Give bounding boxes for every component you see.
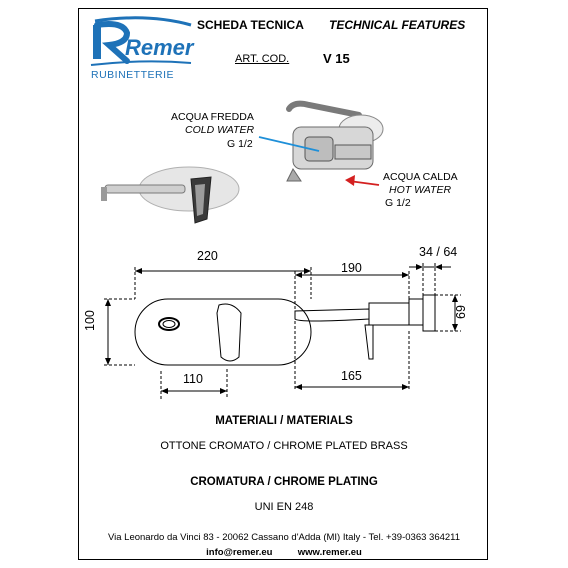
cold-water-label-it: ACQUA FREDDA (171, 111, 254, 123)
front-view-drawing (104, 267, 312, 399)
dimension-handle-offset: 110 (183, 372, 203, 386)
faucet-exploded-view (286, 100, 384, 182)
brand-subtitle: RUBINETTERIE (91, 69, 175, 81)
hot-water-size: G 1/2 (385, 197, 411, 209)
side-view-drawing (294, 263, 461, 391)
materials-value: OTTONE CROMATO / CHROME PLATED BRASS (160, 440, 408, 452)
title-italian: SCHEDA TECNICA (197, 18, 304, 32)
cold-water-pointer (258, 136, 320, 152)
technical-drawings (101, 100, 461, 399)
faucet-photo (101, 166, 240, 224)
contact-line: info@remer.eu www.remer.eu (79, 547, 489, 558)
title-english: TECHNICAL FEATURES (329, 18, 466, 32)
dimension-depth: 34 / 64 (419, 245, 458, 259)
contact-email[interactable]: info@remer.eu (206, 547, 273, 558)
dimension-spout-reach: 165 (341, 369, 362, 383)
document-frame: Remer RUBINETTERIE SCHEDA TECNICA TECHNI… (78, 8, 488, 560)
dimension-plate-height: 69 (453, 305, 467, 319)
article-code-label: ART. COD. (235, 53, 290, 65)
cold-water-label-en: COLD WATER (185, 124, 255, 136)
company-address: Via Leonardo da Vinci 83 - 20062 Cassano… (107, 532, 461, 543)
side-view-arrowheads (295, 264, 458, 390)
remer-logo: Remer RUBINETTERIE (87, 15, 197, 83)
contact-website[interactable]: www.remer.eu (297, 547, 362, 558)
hot-water-arrowhead (345, 175, 355, 186)
hot-water-label-en: HOT WATER (389, 184, 452, 196)
front-view-arrowheads (105, 268, 311, 394)
dimension-spout-length: 190 (341, 261, 362, 275)
plating-value: UNI EN 248 (254, 501, 314, 513)
article-code: V 15 (323, 51, 350, 66)
cold-water-size: G 1/2 (227, 138, 253, 150)
brand-name: Remer (125, 35, 194, 60)
hot-water-label-it: ACQUA CALDA (383, 171, 458, 183)
dimension-height: 100 (83, 310, 97, 331)
plating-title: CROMATURA / CHROME PLATING (190, 476, 378, 488)
dimension-width: 220 (197, 249, 218, 263)
remer-logo-mark (90, 16, 192, 66)
materials-title: MATERIALI / MATERIALS (215, 415, 353, 427)
